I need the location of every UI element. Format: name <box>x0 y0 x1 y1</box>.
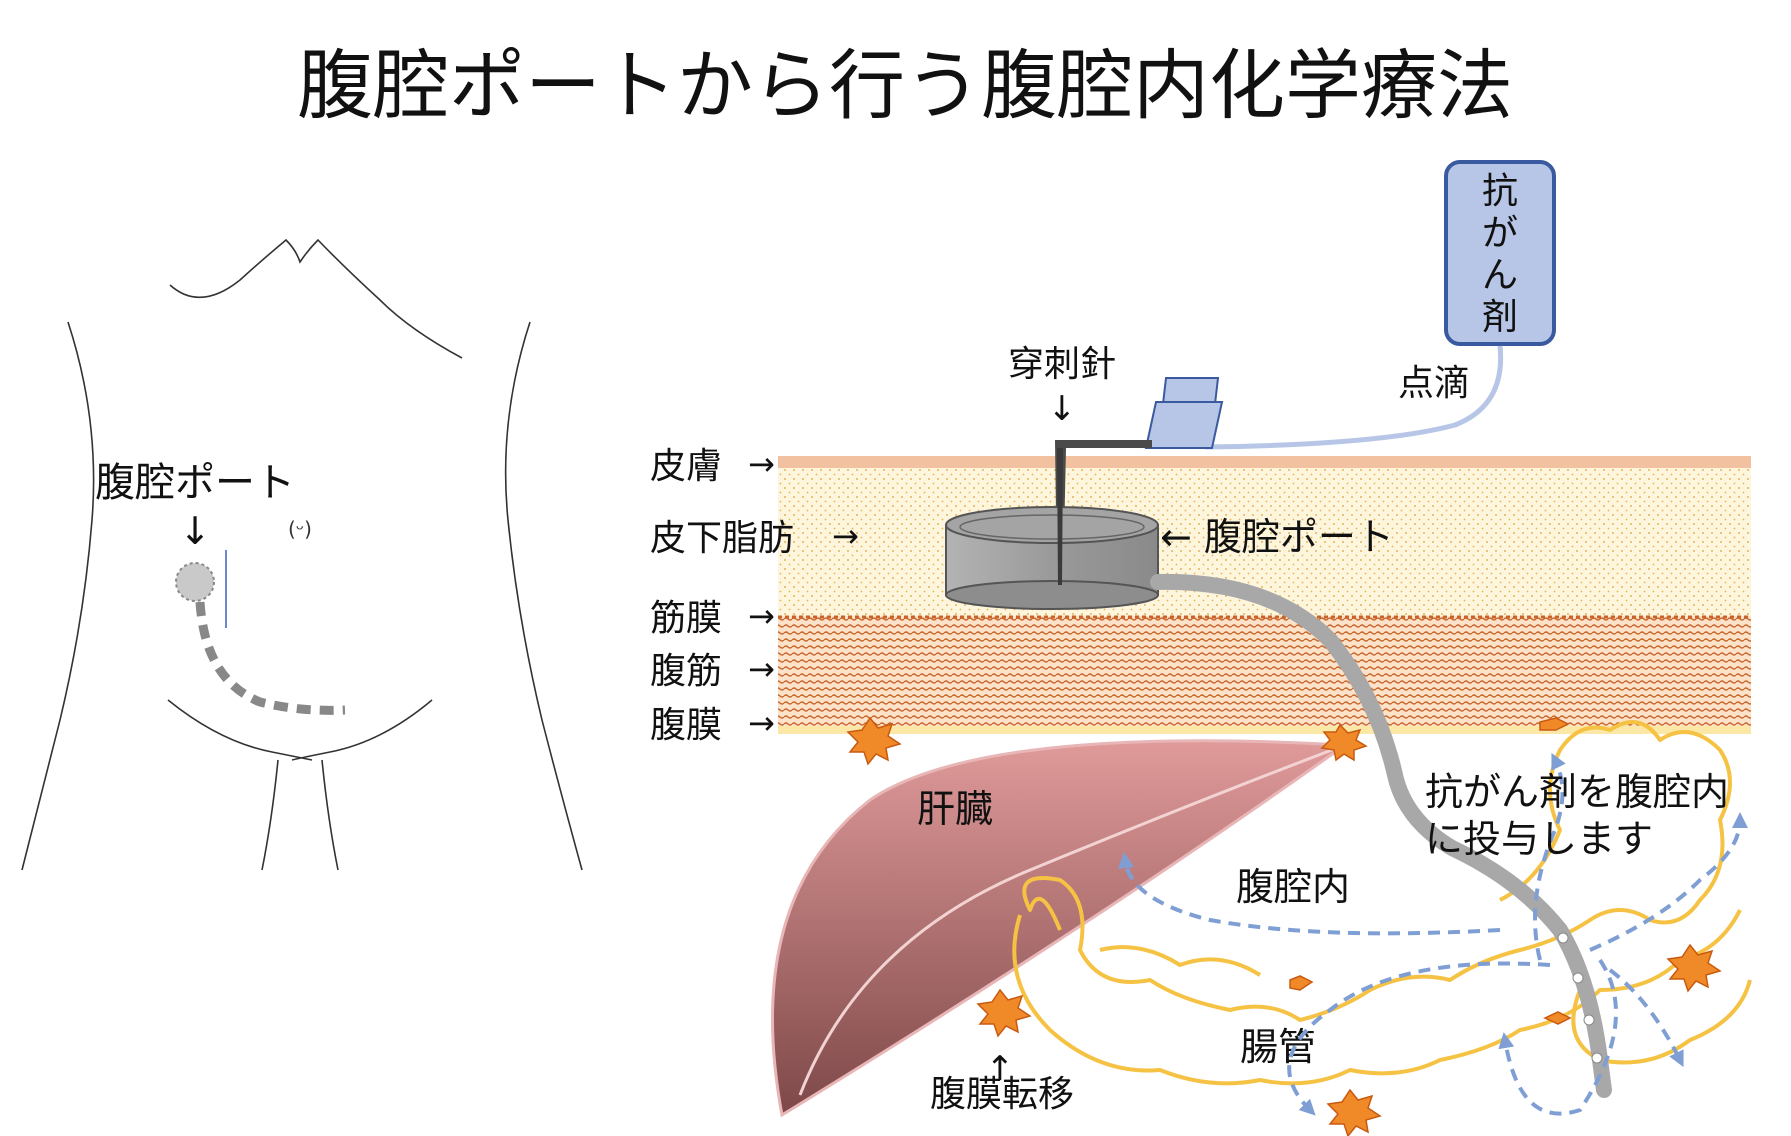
layer-fat-arrow: → <box>832 517 859 555</box>
puncture-needle-tip <box>1057 448 1063 585</box>
drip-bag-char-4: 剤 <box>1482 297 1518 338</box>
intestine-loops <box>1012 720 1752 1086</box>
body-port-label: 腹腔ポート <box>95 460 295 506</box>
layer-peritoneum-text: 腹膜 <box>650 705 722 746</box>
drip-bag-char-3: ん <box>1482 255 1518 296</box>
needle-arrow: ↓ <box>1048 389 1077 429</box>
abdominal-catheter <box>1150 573 1612 1098</box>
layer-label-fascia: 筋膜 → <box>650 597 775 639</box>
layer-fascia-arrow: → <box>748 597 775 635</box>
metastasis-label: 腹膜転移 <box>930 1074 1074 1115</box>
drip-bag: 抗 が ん 剤 <box>1444 160 1556 346</box>
torso-outline <box>21 238 583 871</box>
layer-skin-arrow: → <box>748 445 775 483</box>
liver-label: 肝臓 <box>917 787 993 831</box>
layer-skin-text: 皮膚 <box>650 446 722 487</box>
drug-flow-arrows <box>1118 752 1748 1116</box>
drip-bag-char-1: 抗 <box>1482 171 1518 212</box>
muscle-layer <box>778 616 1751 726</box>
skin-layer <box>778 456 1751 468</box>
page-title: 腹腔ポートから行う腹腔内化学療法 <box>297 41 1513 130</box>
body-port-icon <box>175 562 215 602</box>
layer-peritoneum-arrow: → <box>748 704 775 742</box>
navel: (ᵕ) <box>288 517 312 541</box>
peritoneum-layer <box>778 726 1751 734</box>
puncture-needle <box>1055 440 1152 585</box>
layer-label-peritoneum: 腹膜 → <box>650 704 775 746</box>
administration-note-line2: に投与します <box>1425 817 1653 861</box>
layer-muscle-arrow: → <box>748 650 775 688</box>
catheter-side-holes <box>1557 932 1603 1064</box>
cavity-label: 腹腔内 <box>1236 865 1350 909</box>
body-catheter <box>195 601 346 715</box>
metastasis-arrow: ↑ <box>986 1049 1015 1089</box>
layer-fat-text: 皮下脂肪 <box>650 518 794 559</box>
metastasis-nodules <box>846 716 1722 1136</box>
layer-label-skin: 皮膚 → <box>650 445 775 487</box>
layer-muscle-text: 腹筋 <box>650 651 722 692</box>
layer-label-fat: 皮下脂肪 → <box>650 517 859 559</box>
administration-note-line1: 抗がん剤を腹腔内 <box>1425 770 1729 814</box>
layer-fascia-text: 筋膜 <box>650 598 722 639</box>
svg-text:(ᵕ): (ᵕ) <box>288 517 312 541</box>
drip-label: 点滴 <box>1398 363 1470 404</box>
body-port-arrow: ↓ <box>179 509 211 553</box>
port-side-label: ← 腹腔ポート <box>1160 515 1394 559</box>
drip-line <box>1204 345 1504 450</box>
drip-bag-char-2: が <box>1482 213 1518 254</box>
needle-label: 穿刺針 <box>1008 344 1116 385</box>
peritoneal-port <box>945 506 1159 610</box>
body-port-label-group: 腹腔ポート ↓ <box>95 460 295 553</box>
layer-label-muscle: 腹筋 → <box>650 650 775 692</box>
liver-edge-line <box>798 743 1346 1096</box>
needle-connector <box>1144 377 1224 449</box>
